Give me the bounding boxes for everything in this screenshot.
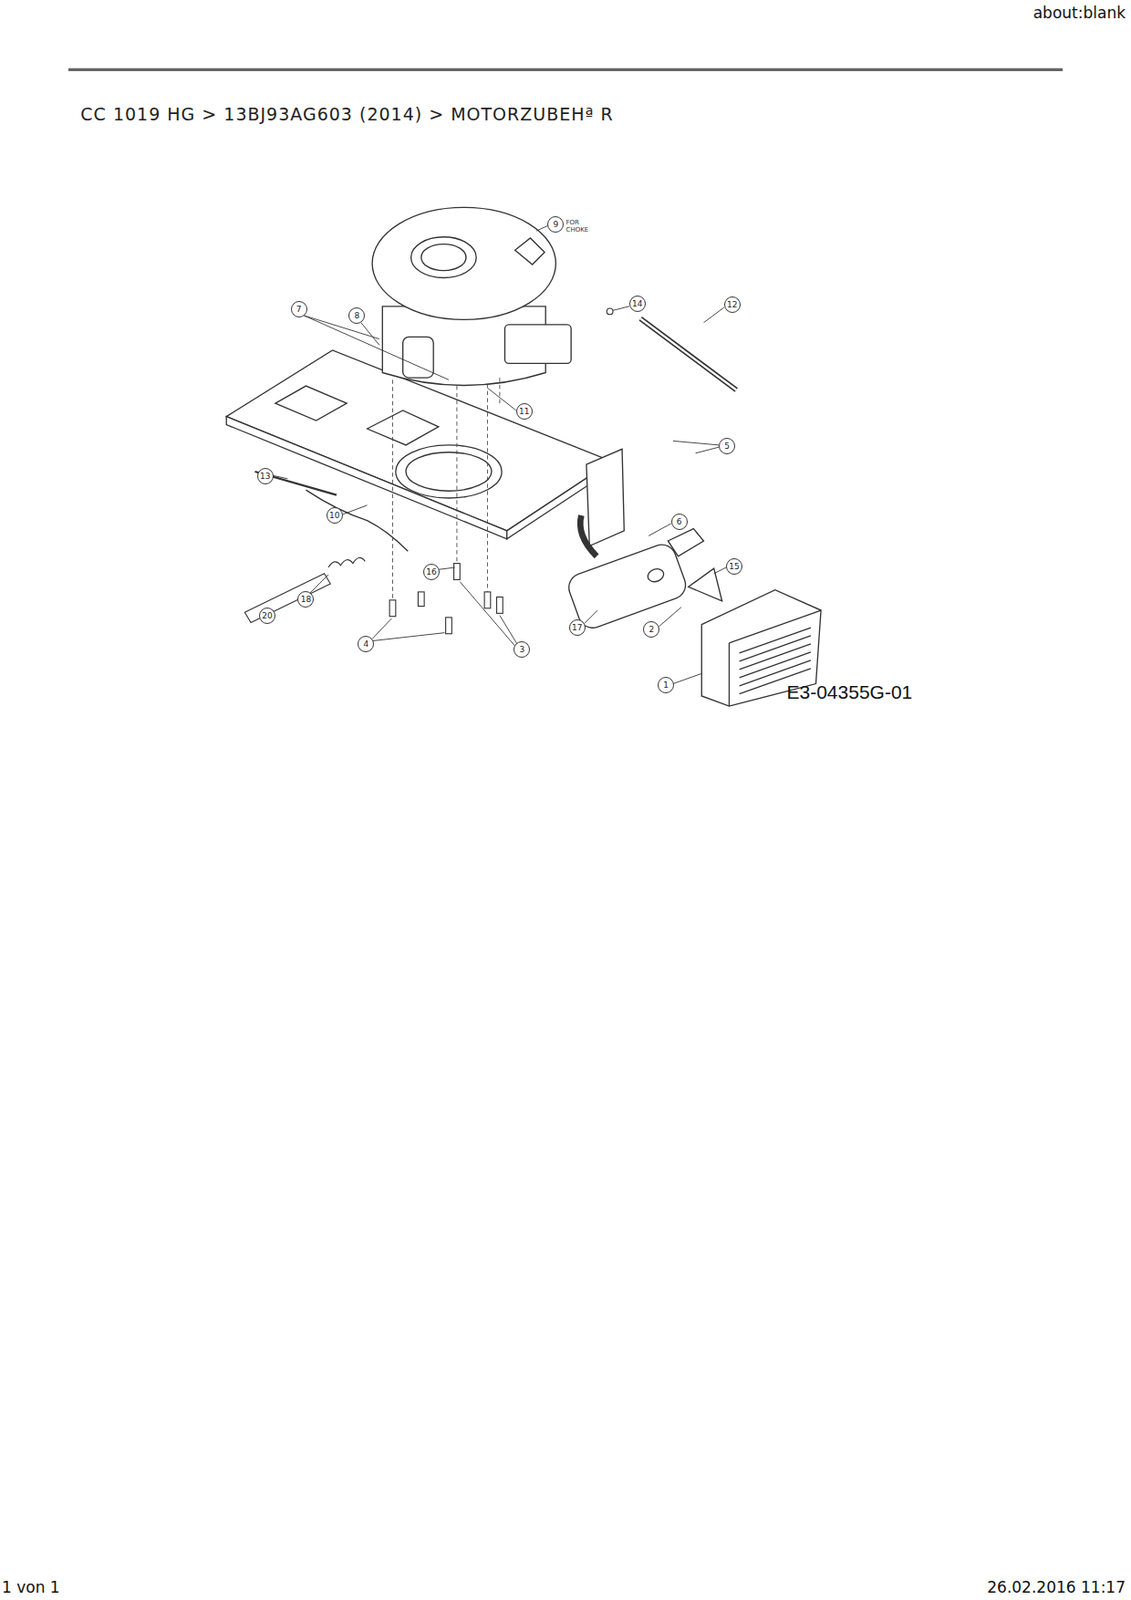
callout-number: 16 (423, 563, 440, 581)
callout-number: 8 (348, 307, 365, 324)
callout-number: 6 (671, 513, 688, 530)
callout-number: 1 (657, 676, 675, 694)
callout-number: 18 (297, 591, 314, 608)
callout-number: 10 (326, 507, 343, 524)
callout-number: 17 (569, 619, 586, 636)
header-rule (68, 68, 1063, 72)
callout-number: 14 (629, 295, 646, 312)
callout-number: 12 (724, 296, 741, 313)
callout-number: 3 (513, 641, 530, 658)
part-note: FOR CHOKE (566, 218, 603, 234)
leader-lines (267, 225, 727, 684)
page-info: about:blank (1033, 3, 1126, 22)
drawing-code: E3-04355G-01 (787, 681, 914, 704)
page-info: 26.02.2016 11:17 (986, 1577, 1126, 1597)
callout-number: 4 (357, 635, 374, 653)
bolts (389, 563, 503, 634)
breadcrumb-title: CC 1019 HG > 13BJ93AG603 (2014) > MOTORZ… (80, 103, 613, 125)
muffler (564, 515, 722, 633)
callout-number: 9 (547, 216, 564, 233)
vertical-guide-lines (392, 377, 499, 601)
page-info: 1 von 1 (1, 1577, 61, 1597)
shaft (606, 308, 737, 390)
callout-number: 20 (259, 607, 276, 624)
callout-number: 5 (718, 437, 736, 455)
callout-number: 2 (643, 621, 660, 638)
callout-number: 13 (257, 467, 274, 485)
callout-number: 15 (726, 558, 743, 575)
callout-number: 11 (516, 403, 533, 420)
rod-and-spring (244, 471, 365, 623)
callout-number: 7 (290, 300, 308, 318)
